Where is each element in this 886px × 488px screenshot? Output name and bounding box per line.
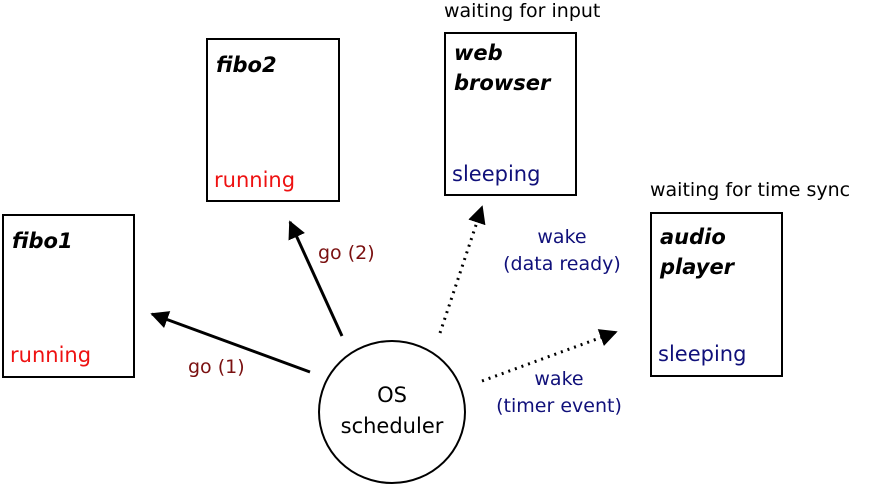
process-state-audio-player: sleeping [658, 342, 747, 366]
process-name-fibo1: fibo1 [12, 229, 73, 253]
os-scheduler-node: OS scheduler [318, 340, 466, 484]
process-box-web-browser: web browser sleeping [444, 32, 577, 196]
audio-player-note: waiting for time sync [650, 179, 851, 201]
process-box-fibo2: fibo2 running [206, 38, 340, 202]
arrow-go-1 [150, 311, 311, 374]
arrow-go-2 [288, 220, 344, 337]
web-browser-note: waiting for input [444, 0, 601, 22]
edge-label-go-2: go (2) [318, 242, 375, 264]
process-name-web-browser: web browser [454, 41, 551, 95]
process-name-audio-player: audio player [660, 225, 735, 279]
arrow-wake-data-ready [438, 205, 486, 334]
process-state-fibo1: running [10, 343, 92, 367]
edge-label-wake-data-ready: wake (data ready) [503, 226, 621, 275]
process-name-fibo2: fibo2 [216, 53, 277, 77]
edge-label-wake-timer-event: wake (timer event) [496, 368, 622, 417]
process-box-audio-player: audio player sleeping [650, 212, 783, 377]
process-state-fibo2: running [214, 168, 296, 192]
arrow-wake-timer-event [481, 329, 618, 383]
edge-label-go-1: go (1) [188, 356, 245, 378]
os-scheduler-label: OS scheduler [340, 383, 444, 438]
process-box-fibo1: fibo1 running [2, 214, 135, 378]
process-state-web-browser: sleeping [452, 162, 541, 186]
